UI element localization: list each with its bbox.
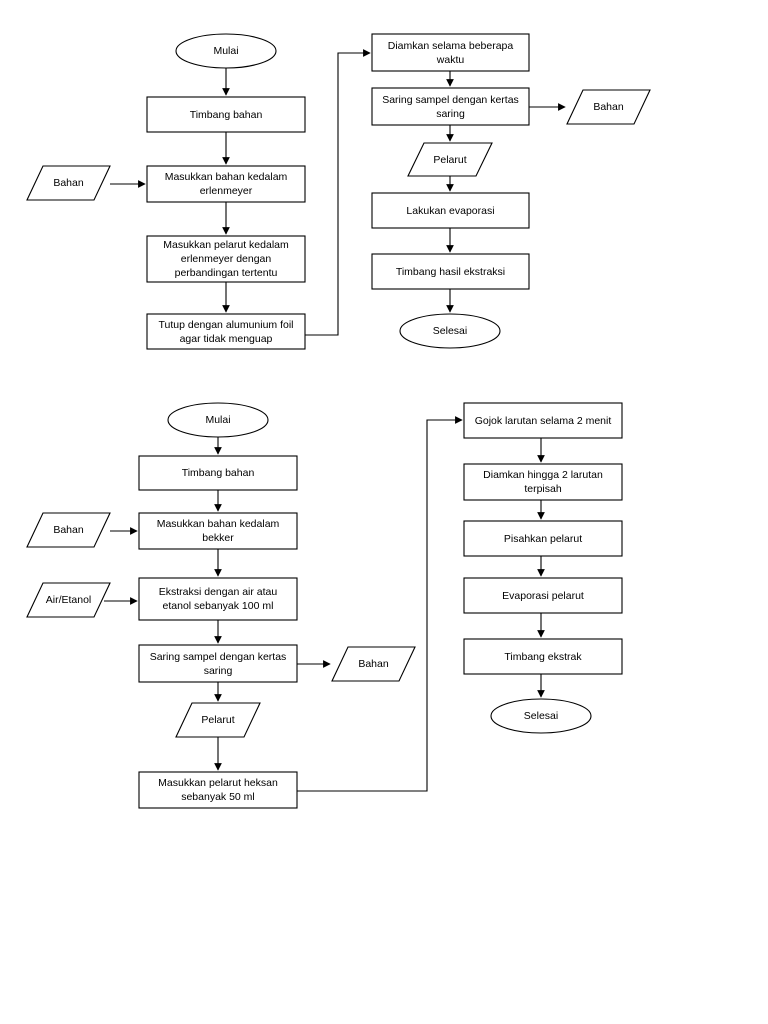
fc1-weigh-result-shape: [371, 253, 530, 290]
fc1-cover-foil-shape: [146, 313, 306, 350]
fc2-start-shape: [167, 402, 269, 438]
fc1-weigh-shape: [146, 96, 306, 133]
fc1-evaporate-shape: [371, 192, 530, 229]
fc2-separate-solvent-shape: [463, 520, 623, 557]
fc1-into-flask-shape: [146, 165, 306, 203]
fc2-add-hexane-shape: [138, 771, 298, 809]
fc2-shake-shape: [463, 402, 623, 439]
fc1-start-shape: [175, 33, 277, 69]
fc1-solvent-out-shape: [407, 142, 493, 177]
fc2-input-solvent-shape: [26, 582, 111, 618]
fc1-add-solvent-shape: [146, 235, 306, 283]
fc2-output-material-shape: [331, 646, 416, 682]
fc2-rest-separate-shape: [463, 463, 623, 501]
fc2-evaporate-solvent-shape: [463, 577, 623, 614]
fc2-extract-shape: [138, 577, 298, 621]
fc1-end-shape: [399, 313, 501, 349]
fc2-weigh-extract-shape: [463, 638, 623, 675]
fc2-weigh-shape: [138, 455, 298, 491]
fc1-output-material-shape: [566, 89, 651, 125]
fc2-into-beaker-shape: [138, 512, 298, 550]
fc1-filter-shape: [371, 87, 530, 126]
fc2-solvent-out-shape: [175, 702, 261, 738]
fc2-filter-shape: [138, 644, 298, 683]
fc1-conn-cover-rest: [305, 49, 371, 336]
fc1-rest-shape: [371, 33, 530, 72]
fc2-end-shape: [490, 698, 592, 734]
fc2-input-material-shape: [26, 512, 111, 548]
fc2-conn-hexane-shake: [297, 416, 463, 792]
fc1-input-material-shape: [26, 165, 111, 201]
